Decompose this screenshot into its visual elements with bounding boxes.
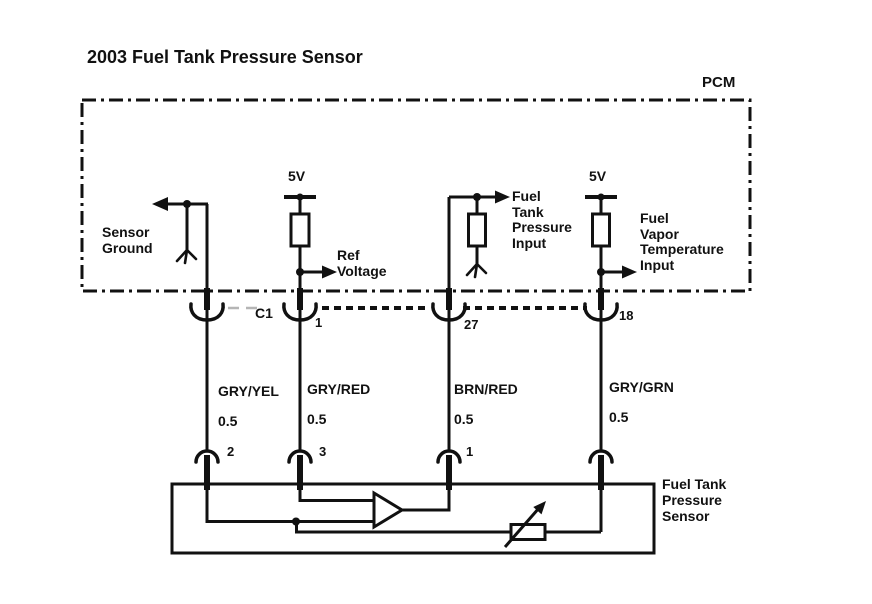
grounds — [175, 248, 488, 279]
junction-dot — [183, 200, 191, 208]
resistor-icon — [591, 212, 611, 248]
wire-gauge: 0.5 — [307, 411, 327, 427]
junction-dot — [597, 193, 605, 201]
stub — [446, 288, 452, 310]
signal-arrows — [152, 190, 637, 279]
wire-label: GRY/YEL 0.5 — [218, 369, 279, 444]
variable-resistor-arrow-shaft — [503, 507, 541, 548]
wire-label: BRN/RED 0.5 — [454, 367, 518, 442]
left-arrow-icon — [152, 197, 168, 211]
pcm-terminals — [189, 302, 619, 322]
circuit-wires — [160, 195, 623, 534]
resistors — [289, 212, 611, 248]
sensor-ground-label: Sensor Ground — [102, 224, 153, 256]
variable-resistor-arrowhead — [533, 501, 546, 515]
junction-dots — [183, 193, 605, 526]
page-title: 2003 Fuel Tank Pressure Sensor — [87, 47, 363, 67]
amplifier-icon — [372, 490, 405, 530]
right-arrow-icon — [622, 265, 637, 279]
resistor-icon — [289, 212, 311, 248]
right-arrow-icon — [495, 190, 510, 204]
sensor-pin-label: 3 — [319, 444, 327, 459]
stub — [598, 455, 604, 490]
ref-voltage-label: Ref Voltage — [337, 247, 387, 279]
terminal-icon — [583, 302, 619, 322]
junction-dot — [292, 517, 300, 526]
wire-label: GRY/RED 0.5 — [307, 367, 370, 442]
wire-gauge: 0.5 — [454, 411, 474, 427]
right-arrow-icon — [322, 265, 337, 279]
wire-color: GRY/GRN — [609, 379, 674, 395]
wire-pass-through-stubs — [204, 288, 604, 490]
terminal-icon — [194, 449, 220, 464]
wire-color: BRN/RED — [454, 381, 518, 397]
wire-color: GRY/YEL — [218, 383, 279, 399]
wire-gauge: 0.5 — [609, 409, 629, 425]
wire-gry-yel-sensor — [205, 490, 375, 523]
pcm-label: PCM — [702, 74, 736, 91]
fuel-vapor-temperature-input-label: Fuel Vapor Temperature Input — [640, 210, 724, 273]
supply-5v-label: 5V — [288, 168, 306, 184]
sensor-terminals — [194, 449, 614, 464]
stub — [204, 455, 210, 490]
wire-color: GRY/RED — [307, 381, 371, 397]
terminal-icon — [189, 302, 225, 322]
junction-dot — [296, 268, 304, 276]
wire-gauge: 0.5 — [218, 413, 238, 429]
ground-icon — [465, 262, 488, 279]
stub — [598, 288, 604, 310]
sensor-box-label: Fuel Tank Pressure Sensor — [662, 476, 727, 524]
resistor-icon — [467, 212, 487, 248]
stub — [204, 288, 210, 310]
connector-c1-label: C1 — [255, 305, 273, 321]
sensor-pin-label: 2 — [227, 444, 235, 459]
sensor-pin-label: 1 — [466, 444, 474, 459]
sensor-box — [170, 482, 656, 555]
stub — [297, 455, 303, 490]
sensor-internal-wire — [295, 521, 511, 534]
fuel-tank-pressure-input-label: Fuel Tank Pressure Input — [512, 188, 572, 251]
stub — [297, 288, 303, 310]
pcm-pin-label: 18 — [619, 308, 634, 323]
pcm-boundary — [80, 98, 752, 293]
junction-dot — [473, 193, 481, 201]
stub — [446, 455, 452, 490]
terminal-icon — [431, 302, 467, 322]
pcm-pin-label: 1 — [315, 315, 323, 330]
terminal-icon — [588, 449, 614, 464]
ground-icon — [175, 248, 198, 265]
terminal-icon — [282, 302, 318, 322]
junction-dot — [597, 268, 605, 276]
terminal-icon — [436, 449, 462, 464]
supply-5v-label: 5V — [589, 168, 607, 184]
wire-label: GRY/GRN 0.5 — [609, 365, 674, 440]
terminal-icon — [287, 449, 313, 464]
pcm-pin-label: 27 — [464, 317, 479, 332]
junction-dot — [296, 193, 304, 201]
wire-brn-red-sensor — [402, 488, 451, 512]
variable-resistor-icon — [503, 501, 547, 548]
wire-gry-red-sensor — [298, 490, 374, 502]
